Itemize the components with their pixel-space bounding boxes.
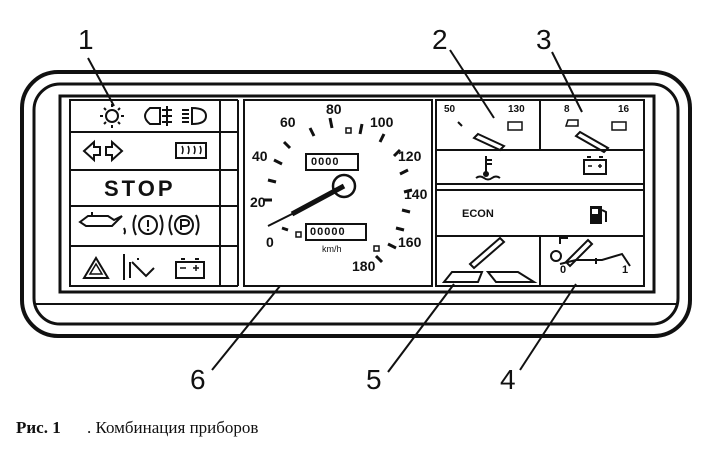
choke-icon	[129, 258, 155, 278]
battery-charge-icon	[175, 258, 205, 279]
coolant-temp-icon	[475, 156, 501, 181]
leader-lines	[87, 49, 583, 373]
temperature-gauge	[457, 121, 523, 152]
econ-label: ECON	[462, 208, 494, 220]
speed-tick-160: 160	[398, 234, 422, 250]
volt-max-label: 16	[618, 104, 630, 115]
warning-panel	[69, 99, 239, 287]
gauges-panel	[435, 99, 645, 287]
fuel-min-label: 0	[560, 264, 567, 276]
parking-brake-icon	[168, 214, 200, 236]
stop-warning-label: STOP	[104, 176, 176, 201]
callout-6: 6	[190, 364, 206, 395]
cluster-drawing	[20, 49, 692, 373]
instrument-cluster-diagram: 1 2 3 4 5 6 STOP 0 20 40 60 80 100 120 1…	[20, 24, 692, 395]
speed-tick-120: 120	[398, 148, 422, 164]
callout-4: 4	[500, 364, 516, 395]
speed-needle	[290, 183, 346, 217]
headlamp-icon	[182, 106, 208, 126]
economy-gauge	[441, 236, 538, 283]
callout-3: 3	[536, 24, 552, 55]
needle-hub	[331, 173, 357, 199]
panel-frame	[58, 94, 656, 294]
battery-icon	[583, 156, 607, 175]
trip-odometer: 0000	[311, 156, 340, 168]
speed-tick-20: 20	[250, 194, 266, 210]
speed-unit: km/h	[322, 244, 342, 254]
inner-bezel	[32, 82, 680, 326]
oil-pressure-icon	[78, 212, 126, 235]
speed-tick-80: 80	[326, 101, 342, 117]
speed-tick-180: 180	[352, 258, 376, 274]
callout-5: 5	[366, 364, 382, 395]
volt-min-label: 8	[564, 104, 570, 115]
figure-number: Рис. 1	[16, 418, 61, 437]
speed-tick-140: 140	[404, 186, 428, 202]
hazard-icon	[82, 256, 110, 279]
temp-min-label: 50	[444, 104, 456, 115]
turn-signal-icon	[82, 139, 124, 163]
speedometer	[243, 99, 433, 287]
rear-window-heater-icon	[175, 142, 207, 159]
speed-tick-60: 60	[280, 114, 296, 130]
speed-tick-40: 40	[252, 148, 268, 164]
outer-bezel	[20, 70, 692, 338]
brake-warning-icon	[132, 214, 164, 236]
fuel-gauge	[550, 237, 631, 268]
sidelight-icon	[100, 104, 124, 128]
speed-tick-100: 100	[370, 114, 394, 130]
voltmeter	[564, 119, 627, 154]
fuel-max-label: 1	[622, 264, 629, 276]
figure-title: . Комбинация приборов	[86, 418, 259, 437]
temp-max-label: 130	[508, 104, 525, 115]
fuel-pump-icon	[590, 206, 607, 224]
callout-2: 2	[432, 24, 448, 55]
speed-tick-0: 0	[266, 234, 274, 250]
odometer: 00000	[310, 226, 346, 238]
fog-lamp-icon	[144, 106, 172, 126]
figure-caption: Рис. 1 . Комбинация приборов	[16, 418, 258, 438]
callout-1: 1	[78, 24, 94, 55]
